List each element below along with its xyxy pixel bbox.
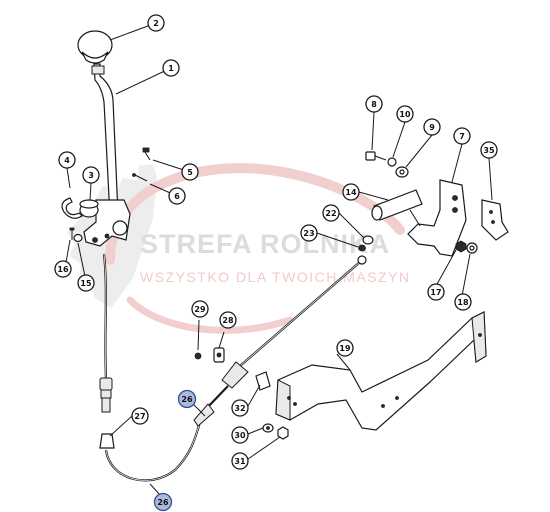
- washer-nut-lower: [262, 423, 289, 440]
- spacer-bushing: [79, 199, 99, 218]
- svg-text:3: 3: [88, 171, 94, 180]
- callout-14[interactable]: 14: [342, 183, 360, 201]
- watermark-swoosh-lower: [126, 296, 294, 334]
- callouts: 1 2 3 4 5 6 7 8 9 10 14 15 16 17 18 19 2…: [54, 14, 498, 512]
- callout-19[interactable]: 19: [336, 339, 354, 357]
- callout-17[interactable]: 17: [427, 283, 445, 301]
- svg-text:23: 23: [303, 229, 314, 238]
- callout-23[interactable]: 23: [300, 224, 318, 242]
- callout-3[interactable]: 3: [82, 166, 100, 184]
- svg-text:27: 27: [134, 412, 145, 421]
- callout-26-lower[interactable]: 26: [153, 492, 173, 512]
- clevis-parts: [194, 347, 271, 391]
- watermark-title: STREFA ROLNIKA: [140, 229, 390, 259]
- svg-text:31: 31: [234, 457, 246, 466]
- svg-text:19: 19: [339, 344, 351, 353]
- callout-16[interactable]: 16: [54, 260, 72, 278]
- watermark-subtitle: WSZYSTKO DLA TWOICH MASZYN: [140, 269, 411, 285]
- callout-28[interactable]: 28: [219, 311, 237, 329]
- pivot-shaft: [371, 189, 423, 227]
- washer-screw: [69, 227, 83, 243]
- callout-26-upper[interactable]: 26: [177, 389, 197, 409]
- svg-text:16: 16: [57, 265, 69, 274]
- callout-8[interactable]: 8: [365, 95, 383, 113]
- support-bracket: [275, 311, 487, 431]
- callout-10[interactable]: 10: [396, 105, 414, 123]
- callout-7[interactable]: 7: [453, 127, 471, 145]
- callout-6[interactable]: 6: [168, 187, 186, 205]
- svg-text:26: 26: [181, 395, 193, 404]
- svg-text:1: 1: [168, 64, 174, 73]
- callout-5[interactable]: 5: [181, 163, 199, 181]
- callout-35[interactable]: 35: [480, 141, 498, 159]
- callout-4[interactable]: 4: [58, 151, 76, 169]
- svg-text:18: 18: [457, 298, 469, 307]
- bolt-washer-stack: [365, 151, 409, 178]
- svg-text:22: 22: [325, 209, 336, 218]
- callout-30[interactable]: 30: [231, 426, 249, 444]
- callout-1[interactable]: 1: [162, 59, 180, 77]
- svg-text:15: 15: [80, 279, 92, 288]
- svg-text:4: 4: [64, 156, 70, 165]
- shift-knob: [77, 30, 113, 64]
- callout-32[interactable]: 32: [231, 399, 249, 417]
- callout-15[interactable]: 15: [77, 274, 95, 292]
- svg-text:10: 10: [399, 110, 411, 119]
- svg-text:14: 14: [345, 188, 357, 197]
- svg-text:30: 30: [234, 431, 246, 440]
- svg-text:2: 2: [153, 19, 159, 28]
- pin-bolt: [132, 147, 151, 182]
- svg-text:7: 7: [459, 132, 465, 141]
- callout-9[interactable]: 9: [423, 118, 441, 136]
- svg-text:5: 5: [187, 168, 193, 177]
- callout-2[interactable]: 2: [147, 14, 165, 32]
- svg-text:32: 32: [234, 404, 245, 413]
- lower-cable: [99, 253, 202, 482]
- callout-31[interactable]: 31: [231, 452, 249, 470]
- svg-text:29: 29: [194, 305, 206, 314]
- svg-text:28: 28: [222, 316, 234, 325]
- callout-22[interactable]: 22: [322, 204, 340, 222]
- callout-29[interactable]: 29: [191, 300, 209, 318]
- nut-washer-right: [455, 240, 478, 254]
- svg-text:17: 17: [430, 288, 441, 297]
- svg-text:35: 35: [483, 146, 495, 155]
- selector-bracket: [407, 179, 467, 257]
- svg-text:8: 8: [371, 100, 377, 109]
- snap-ring: [61, 197, 83, 219]
- svg-text:6: 6: [174, 192, 180, 201]
- bushings: [358, 235, 374, 252]
- lever-hub: [83, 199, 131, 247]
- svg-text:26: 26: [157, 498, 169, 507]
- detent-plate: [481, 199, 509, 241]
- callout-27[interactable]: 27: [131, 407, 149, 425]
- callout-18[interactable]: 18: [454, 293, 472, 311]
- svg-text:9: 9: [429, 123, 435, 132]
